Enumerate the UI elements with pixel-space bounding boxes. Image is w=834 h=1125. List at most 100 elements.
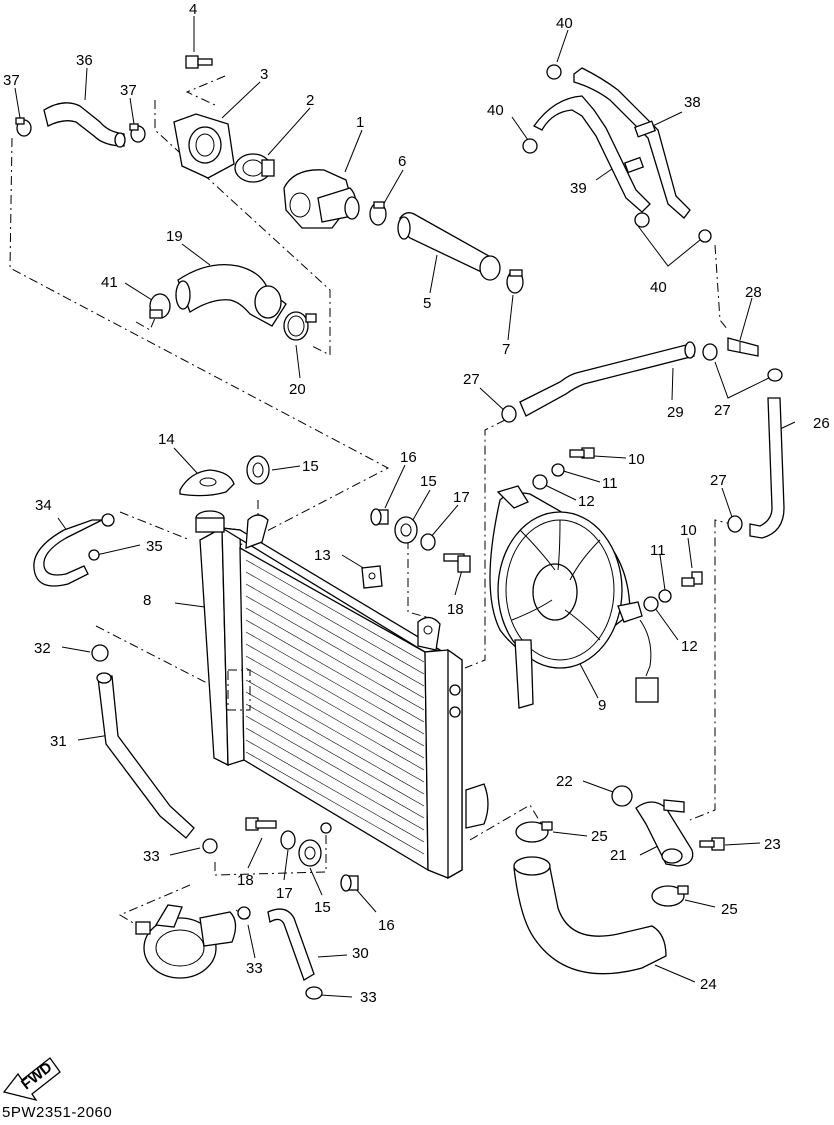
callout-25-bottom: 25 — [721, 901, 738, 918]
hose-clamp-20 — [283, 311, 317, 341]
washer-17-bottom — [280, 830, 296, 850]
radiator — [195, 510, 489, 880]
bolt-23 — [699, 837, 725, 851]
grommet-12-right — [643, 596, 659, 612]
fwd-arrow-icon: FWD — [2, 1057, 61, 1102]
callout-33-bottom: 33 — [360, 989, 377, 1006]
callout-12-right: 12 — [681, 638, 698, 655]
callout-33-reservoir: 33 — [246, 960, 263, 977]
callout-39: 39 — [570, 180, 587, 197]
callout-17-top: 17 — [453, 489, 470, 506]
callout-21: 21 — [610, 847, 627, 864]
callout-16-bottom: 16 — [378, 917, 395, 934]
callout-11-right: 11 — [650, 542, 666, 559]
thermostat-housing-group — [173, 55, 387, 229]
washer-17-top — [420, 533, 436, 551]
callout-18-top: 18 — [447, 601, 464, 618]
leader-lines — [14, 16, 796, 998]
fitting-28 — [727, 337, 759, 357]
washer-11-top — [551, 463, 565, 477]
grommet-15-bottom — [298, 839, 322, 867]
callout-30: 30 — [352, 945, 369, 962]
callout-34: 34 — [35, 497, 52, 514]
bolt-10-top — [569, 447, 595, 459]
callout-31: 31 — [50, 733, 67, 750]
hose-clip-33-reservoir — [237, 906, 251, 920]
callout-38: 38 — [684, 94, 701, 111]
collar-16-bottom — [340, 874, 359, 892]
hose-clip-37-right — [129, 123, 146, 143]
callout-26: 26 — [813, 415, 830, 432]
callout-16-top: 16 — [400, 449, 417, 466]
callout-7: 7 — [502, 341, 510, 358]
hose-clip-40-bottom — [634, 212, 712, 243]
hose-clamp-7 — [506, 269, 524, 294]
callout-35: 35 — [146, 538, 163, 555]
callout-2: 2 — [306, 92, 314, 109]
hose-clip-40-left — [522, 138, 538, 154]
pipe-29 — [519, 341, 696, 417]
hose-36 — [43, 102, 126, 148]
hose-39 — [533, 95, 651, 213]
callout-17-bottom: 17 — [276, 885, 293, 902]
callout-27-right: 27 — [710, 472, 727, 489]
o-ring-22 — [611, 785, 633, 807]
bolt-4 — [185, 55, 213, 69]
callout-10-top: 10 — [628, 451, 645, 468]
callout-19: 19 — [166, 228, 183, 245]
callout-6: 6 — [398, 153, 406, 170]
coolant-reservoir — [135, 904, 237, 979]
hose-38 — [573, 67, 691, 219]
callout-23: 23 — [764, 836, 781, 853]
callout-33-left: 33 — [143, 848, 160, 865]
hose-24 — [513, 856, 667, 975]
hose-clip-35 — [88, 549, 100, 561]
collar-16-top — [370, 508, 389, 526]
hose-clip-33-bottom — [305, 986, 323, 1000]
callout-8: 8 — [143, 592, 151, 609]
callout-36: 36 — [76, 52, 93, 69]
hose-clip-27-right — [727, 515, 743, 533]
hose-31 — [96, 672, 195, 839]
callout-24: 24 — [700, 976, 717, 993]
callout-1: 1 — [356, 114, 364, 131]
grommet-12-top — [532, 474, 548, 490]
callout-4: 4 — [189, 1, 197, 18]
callout-numbers: 1 2 3 4 5 6 7 8 9 10 10 11 11 12 12 13 1… — [3, 1, 830, 1006]
callout-9: 9 — [598, 697, 606, 714]
thermostat-housing-1 — [283, 169, 360, 229]
callout-15-mid: 15 — [420, 473, 437, 490]
washer-11-right — [658, 589, 672, 603]
callout-32: 32 — [34, 640, 51, 657]
callout-5: 5 — [423, 295, 431, 312]
callout-40-top: 40 — [556, 15, 573, 32]
thermostat-2 — [234, 153, 275, 183]
radiator-cap-14 — [179, 469, 235, 497]
grommet-15-top — [246, 455, 270, 485]
grommet-15-mid — [394, 516, 418, 544]
callout-15-bottom: 15 — [314, 899, 331, 916]
callout-20: 20 — [289, 381, 306, 398]
callout-25-top: 25 — [591, 828, 608, 845]
callout-41: 41 — [101, 274, 118, 291]
callout-3: 3 — [260, 66, 268, 83]
hose-clip-27-mid — [702, 343, 718, 361]
callout-37-right: 37 — [120, 82, 137, 99]
hose-clamp-25-bottom — [651, 885, 689, 907]
elbow-hose-19 — [175, 263, 287, 327]
hose-30 — [267, 908, 315, 981]
bolt-10-right — [681, 571, 703, 587]
callout-29: 29 — [667, 404, 684, 421]
callout-15-top: 15 — [302, 458, 319, 475]
radiator-core-fins — [245, 559, 425, 855]
hose-clip-27-left — [501, 405, 517, 423]
callout-10-right: 10 — [680, 522, 697, 539]
callout-11-top: 11 — [602, 475, 618, 492]
thermostat-cover-3 — [173, 113, 235, 179]
hose-clip-37-left — [15, 117, 32, 137]
radiator-fan-9 — [489, 485, 659, 709]
callout-22: 22 — [556, 773, 573, 790]
callout-28: 28 — [745, 284, 762, 301]
pipe-21 — [635, 799, 694, 867]
callout-40-left: 40 — [487, 102, 504, 119]
